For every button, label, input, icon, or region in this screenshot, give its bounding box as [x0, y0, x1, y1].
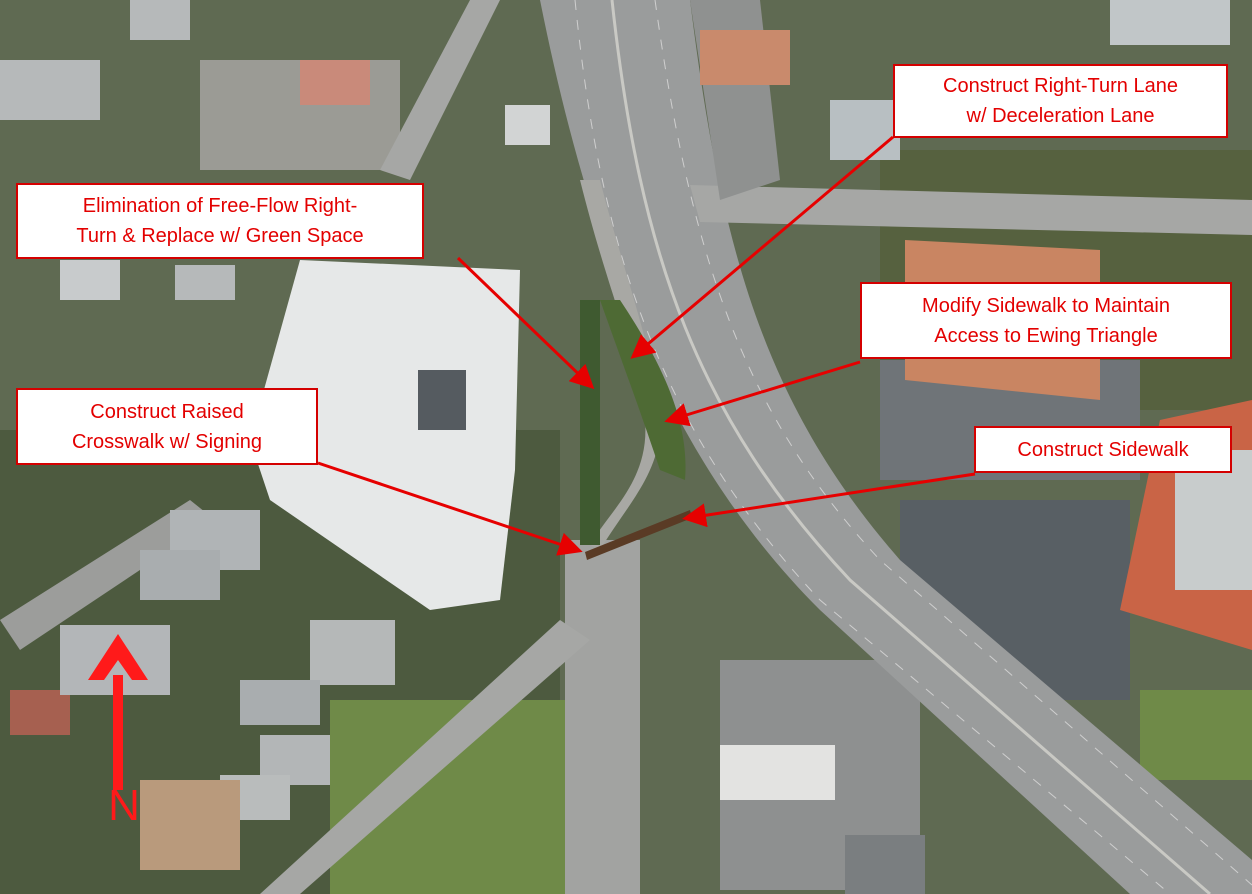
house-4 — [240, 680, 320, 725]
callout-sidewalk-modify-line2: Access to Ewing Triangle — [934, 324, 1158, 347]
callout-crosswalk: Construct Raised Crosswalk w/ Signing — [16, 388, 318, 465]
arrow-sidewalk — [682, 472, 976, 528]
cross-street-east — [690, 185, 1252, 235]
house-12 — [300, 60, 370, 105]
callout-free-flow-line1: Elimination of Free-Flow Right- — [82, 195, 358, 217]
building-gas-station — [720, 745, 835, 800]
building-ne-top — [700, 30, 790, 85]
local-street-west — [0, 500, 215, 650]
large-white-building — [250, 260, 520, 610]
main-highway — [540, 0, 1252, 894]
building-south-roof — [845, 835, 925, 894]
callout-free-flow-line2: Turn & Replace w/ Green Space — [76, 225, 364, 247]
house-11 — [130, 0, 190, 40]
house-10 — [0, 60, 100, 120]
ewing-triangle-green — [600, 300, 686, 480]
house-2 — [140, 550, 220, 600]
median-grass-strip — [580, 300, 600, 545]
grass-field-se — [1140, 690, 1252, 780]
arrow-free-flow — [456, 256, 595, 390]
house-7 — [140, 780, 240, 870]
house-14 — [175, 265, 235, 300]
north-label: N — [108, 781, 140, 830]
callout-right-turn-lane: Construct Right-Turn Lane w/ Deceleratio… — [893, 64, 1228, 138]
highway-lane-line-1 — [574, 0, 1171, 894]
north-arrow-icon — [88, 634, 148, 680]
highway-lane-line-2 — [654, 0, 1252, 886]
arrow-right-turn-lane — [630, 135, 894, 359]
callout-sidewalk-line1: Construct Sidewalk — [1017, 438, 1189, 461]
callout-sidewalk-modify-line1: Modify Sidewalk to Maintain — [922, 294, 1170, 317]
arrow-sidewalk-modify — [664, 360, 861, 427]
callout-crosswalk-line2: Crosswalk w/ Signing — [71, 430, 263, 453]
house-13 — [60, 260, 120, 300]
building-blue-roof — [830, 100, 900, 160]
callout-free-flow: Elimination of Free-Flow Right- Turn & R… — [16, 183, 424, 259]
callout-right-turn-lane-line2: w/ Deceleration Lane — [966, 105, 1155, 127]
new-sidewalk — [585, 510, 692, 560]
house-15 — [505, 105, 550, 145]
highway-median — [610, 0, 1211, 894]
building-roof-dark — [418, 370, 466, 430]
building-east-roof-inner — [1175, 450, 1252, 590]
callout-crosswalk-line1: Construct Raised — [90, 400, 244, 423]
house-8 — [10, 690, 70, 735]
local-street-nw — [380, 0, 500, 180]
local-street-sw — [260, 620, 590, 894]
callout-sidewalk-modify: Modify Sidewalk to Maintain Access to Ew… — [860, 282, 1232, 359]
callout-sidewalk: Construct Sidewalk — [974, 426, 1232, 473]
cross-street-south — [565, 540, 640, 894]
callout-right-turn-lane-line1: Construct Right-Turn Lane — [943, 75, 1178, 97]
arrow-crosswalk — [317, 461, 583, 556]
house-3 — [310, 620, 395, 685]
house-16 — [1110, 0, 1230, 45]
